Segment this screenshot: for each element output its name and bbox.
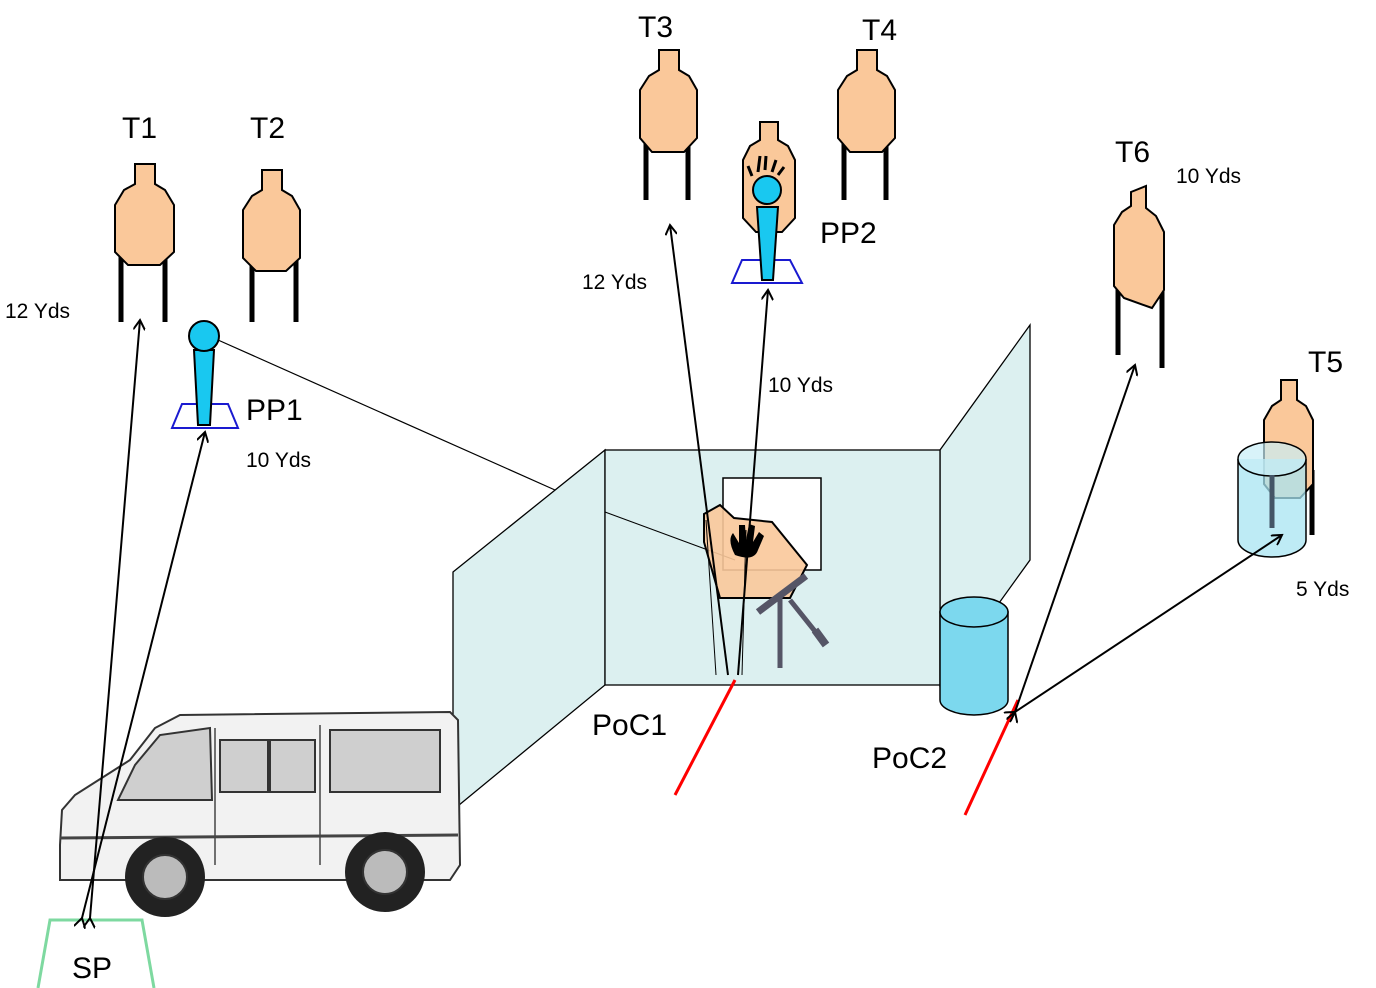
hand-icon <box>730 524 764 558</box>
van <box>59 710 462 917</box>
van-window-3 <box>329 729 441 793</box>
poc1-line <box>673 679 737 796</box>
target-t3 <box>639 49 698 200</box>
label-pp1: PP1 <box>246 394 303 427</box>
label-t2: T2 <box>250 112 285 145</box>
label-t6: T6 <box>1115 136 1150 169</box>
van-window-1 <box>219 739 269 793</box>
no-shoot-target <box>703 503 830 668</box>
popper-pp1 <box>170 320 240 429</box>
label-t3: T3 <box>638 11 673 44</box>
label-t4: T4 <box>862 14 897 47</box>
label-poc1: PoC1 <box>592 709 667 742</box>
dist-pp2: 10 Yds <box>768 374 833 397</box>
target-t6 <box>1113 184 1165 368</box>
target-t1 <box>114 163 175 322</box>
label-t1: T1 <box>122 112 157 145</box>
target-stand <box>755 573 809 615</box>
pp1-sight-line <box>217 339 556 491</box>
label-sp: SP <box>72 952 112 985</box>
dist-t6: 10 Yds <box>1176 165 1241 188</box>
left-wall <box>452 448 606 812</box>
hand-icon-2 <box>746 155 786 177</box>
target-t4 <box>837 49 896 200</box>
dist-t5: 5 Yds <box>1296 578 1349 601</box>
barrel-poc2 <box>939 596 1009 716</box>
van-window-2 <box>269 739 316 793</box>
label-poc2: PoC2 <box>872 742 947 775</box>
popper-pp2 <box>730 175 804 284</box>
label-t5: T5 <box>1308 346 1343 379</box>
barrel-t5 <box>1237 441 1307 558</box>
dist-t3: 12 Yds <box>582 271 647 294</box>
target-t2 <box>242 169 301 322</box>
label-pp2: PP2 <box>820 217 877 250</box>
dist-t1-t2: 12 Yds <box>5 300 70 323</box>
poc2-line <box>963 699 1020 816</box>
dist-pp1: 10 Yds <box>246 449 311 472</box>
shot-lines <box>82 225 1282 918</box>
